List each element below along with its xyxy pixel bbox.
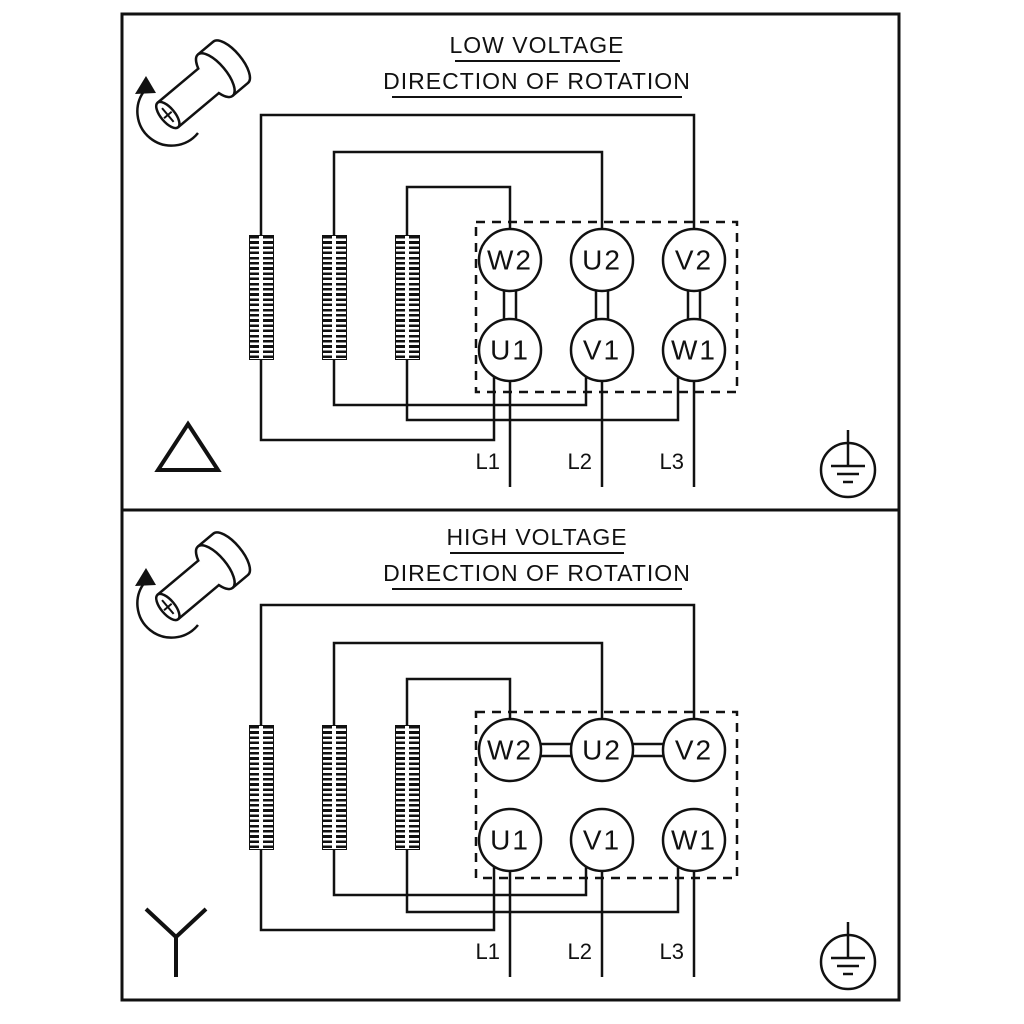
terminal-u2 xyxy=(569,717,635,783)
earth-ground-icon xyxy=(819,920,877,991)
terminal-label: U1 xyxy=(490,825,530,856)
terminal-label: W1 xyxy=(671,335,717,366)
winding-coil-3 xyxy=(395,725,420,850)
supply-label-l3: L3 xyxy=(660,939,684,964)
low-voltage-subtitle: DIRECTION OF ROTATION xyxy=(383,68,691,94)
delta-symbol-icon xyxy=(154,420,222,472)
winding-coil-1 xyxy=(249,235,274,360)
terminal-label: V2 xyxy=(675,245,713,276)
high-voltage-subtitle: DIRECTION OF ROTATION xyxy=(383,560,691,586)
terminal-label: U2 xyxy=(582,735,622,766)
winding-coil-1 xyxy=(249,725,274,850)
wire xyxy=(332,150,604,235)
terminal-label: U1 xyxy=(490,335,530,366)
low-voltage-title: LOW VOLTAGE xyxy=(449,32,624,58)
wire xyxy=(405,360,680,422)
supply-label-l1: L1 xyxy=(476,939,500,964)
terminal-v2 xyxy=(661,227,727,293)
terminal-label: W2 xyxy=(487,245,533,276)
star-symbol-icon xyxy=(144,907,208,977)
winding-coil-2 xyxy=(322,725,347,850)
high-voltage-title: HIGH VOLTAGE xyxy=(446,524,627,550)
terminal-label: U2 xyxy=(582,245,622,276)
terminal-box xyxy=(474,710,739,880)
wire xyxy=(405,677,512,725)
terminal-w1 xyxy=(661,807,727,873)
wire xyxy=(259,360,496,442)
terminal-u2 xyxy=(569,227,635,293)
terminal-w2 xyxy=(477,717,543,783)
supply-label-l2: L2 xyxy=(568,939,592,964)
wire xyxy=(259,113,696,235)
supply-label-l2: L2 xyxy=(568,449,592,474)
wire xyxy=(332,360,588,407)
wire xyxy=(405,850,680,914)
wire xyxy=(405,185,512,235)
terminal-u1 xyxy=(477,317,543,383)
terminal-v1 xyxy=(569,807,635,873)
winding-coil-2 xyxy=(322,235,347,360)
terminal-label: V1 xyxy=(583,335,621,366)
terminal-v2 xyxy=(661,717,727,783)
high-voltage-panel-border xyxy=(120,508,901,1002)
supply-label-l1: L1 xyxy=(476,449,500,474)
wire xyxy=(259,850,496,932)
terminal-w1 xyxy=(661,317,727,383)
terminal-label: V2 xyxy=(675,735,713,766)
terminal-w2 xyxy=(477,227,543,293)
supply-label-l3: L3 xyxy=(660,449,684,474)
terminal-box xyxy=(474,220,739,394)
terminal-label: V1 xyxy=(583,825,621,856)
rotation-arrow-icon xyxy=(133,33,258,147)
wire xyxy=(259,603,696,725)
rotation-arrow-icon xyxy=(133,525,258,639)
terminal-u1 xyxy=(477,807,543,873)
terminal-label: W1 xyxy=(671,825,717,856)
wire xyxy=(332,850,588,897)
terminal-label: W2 xyxy=(487,735,533,766)
terminal-v1 xyxy=(569,317,635,383)
wire xyxy=(332,641,604,725)
winding-coil-3 xyxy=(395,235,420,360)
earth-ground-icon xyxy=(819,428,877,499)
